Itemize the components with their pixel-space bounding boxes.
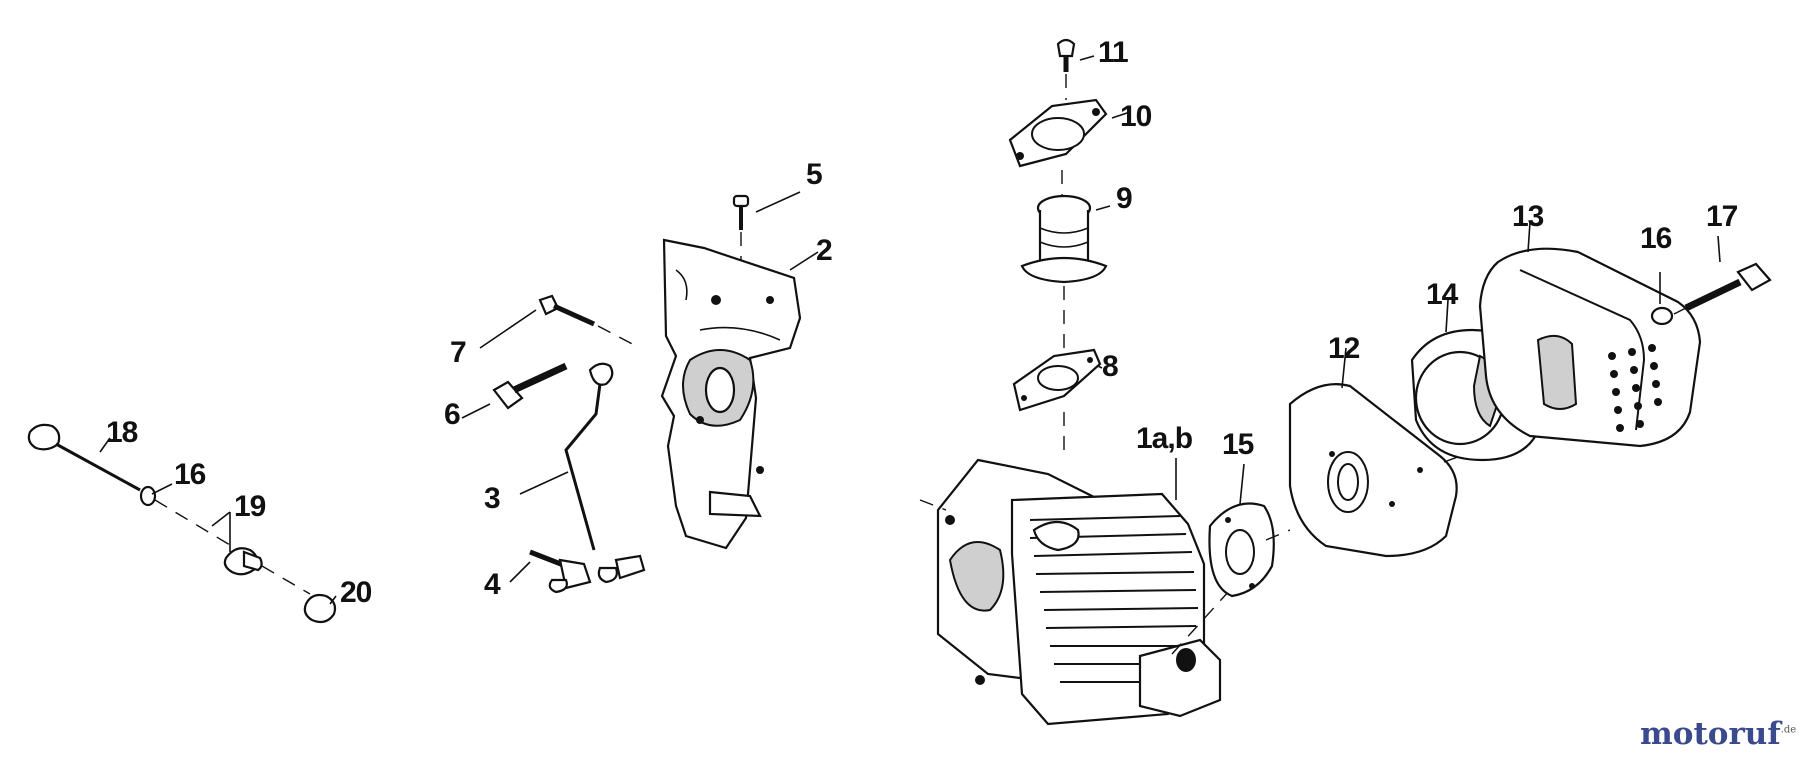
part-4-elbow-fitting xyxy=(529,549,592,594)
label-15: 15 xyxy=(1222,428,1254,461)
part-10-gasket xyxy=(1008,98,1108,168)
part-16-washer-right xyxy=(1650,306,1674,326)
watermark-text: motoruf xyxy=(1640,716,1781,752)
label-8: 8 xyxy=(1102,350,1119,383)
label-9: 9 xyxy=(1116,182,1133,215)
label-20: 20 xyxy=(340,576,372,609)
label-16-right: 16 xyxy=(1640,222,1672,255)
part-2-crankcase xyxy=(660,238,802,550)
label-12: 12 xyxy=(1328,332,1360,365)
part-8-gasket xyxy=(1012,348,1102,412)
part-12-heat-shield xyxy=(1288,383,1458,558)
label-13: 13 xyxy=(1512,200,1544,233)
label-2: 2 xyxy=(816,234,833,267)
part-16-washer-left xyxy=(139,485,157,507)
part-20-nut xyxy=(303,593,337,624)
label-7: 7 xyxy=(450,336,467,369)
part-3-fuel-line xyxy=(564,362,646,584)
label-1ab: 1a,b xyxy=(1136,422,1193,455)
label-16-left: 16 xyxy=(174,458,206,491)
part-6-bolt xyxy=(492,362,568,410)
label-5: 5 xyxy=(806,158,823,191)
label-17: 17 xyxy=(1706,200,1738,233)
label-6: 6 xyxy=(444,398,461,431)
part-1ab-cylinder xyxy=(936,458,1222,726)
label-11: 11 xyxy=(1098,36,1129,69)
label-4: 4 xyxy=(484,568,501,601)
part-13-muffler-cover xyxy=(1478,247,1702,448)
watermark-suffix: .de xyxy=(1780,724,1797,736)
part-17-bolt xyxy=(1684,262,1772,312)
part-19-bushing xyxy=(223,547,263,576)
part-18-rod xyxy=(27,423,141,492)
part-11-screw xyxy=(1056,38,1076,72)
label-10: 10 xyxy=(1120,100,1152,133)
part-7-bolt xyxy=(538,294,596,327)
label-3: 3 xyxy=(484,482,501,515)
part-15-gasket xyxy=(1208,502,1275,598)
label-18: 18 xyxy=(106,416,138,449)
watermark-logo: motoruf.de xyxy=(1640,716,1796,752)
label-19: 19 xyxy=(234,490,266,523)
label-14: 14 xyxy=(1426,278,1458,311)
part-5-screw xyxy=(732,194,750,230)
part-9-intake-boot xyxy=(1020,194,1108,284)
